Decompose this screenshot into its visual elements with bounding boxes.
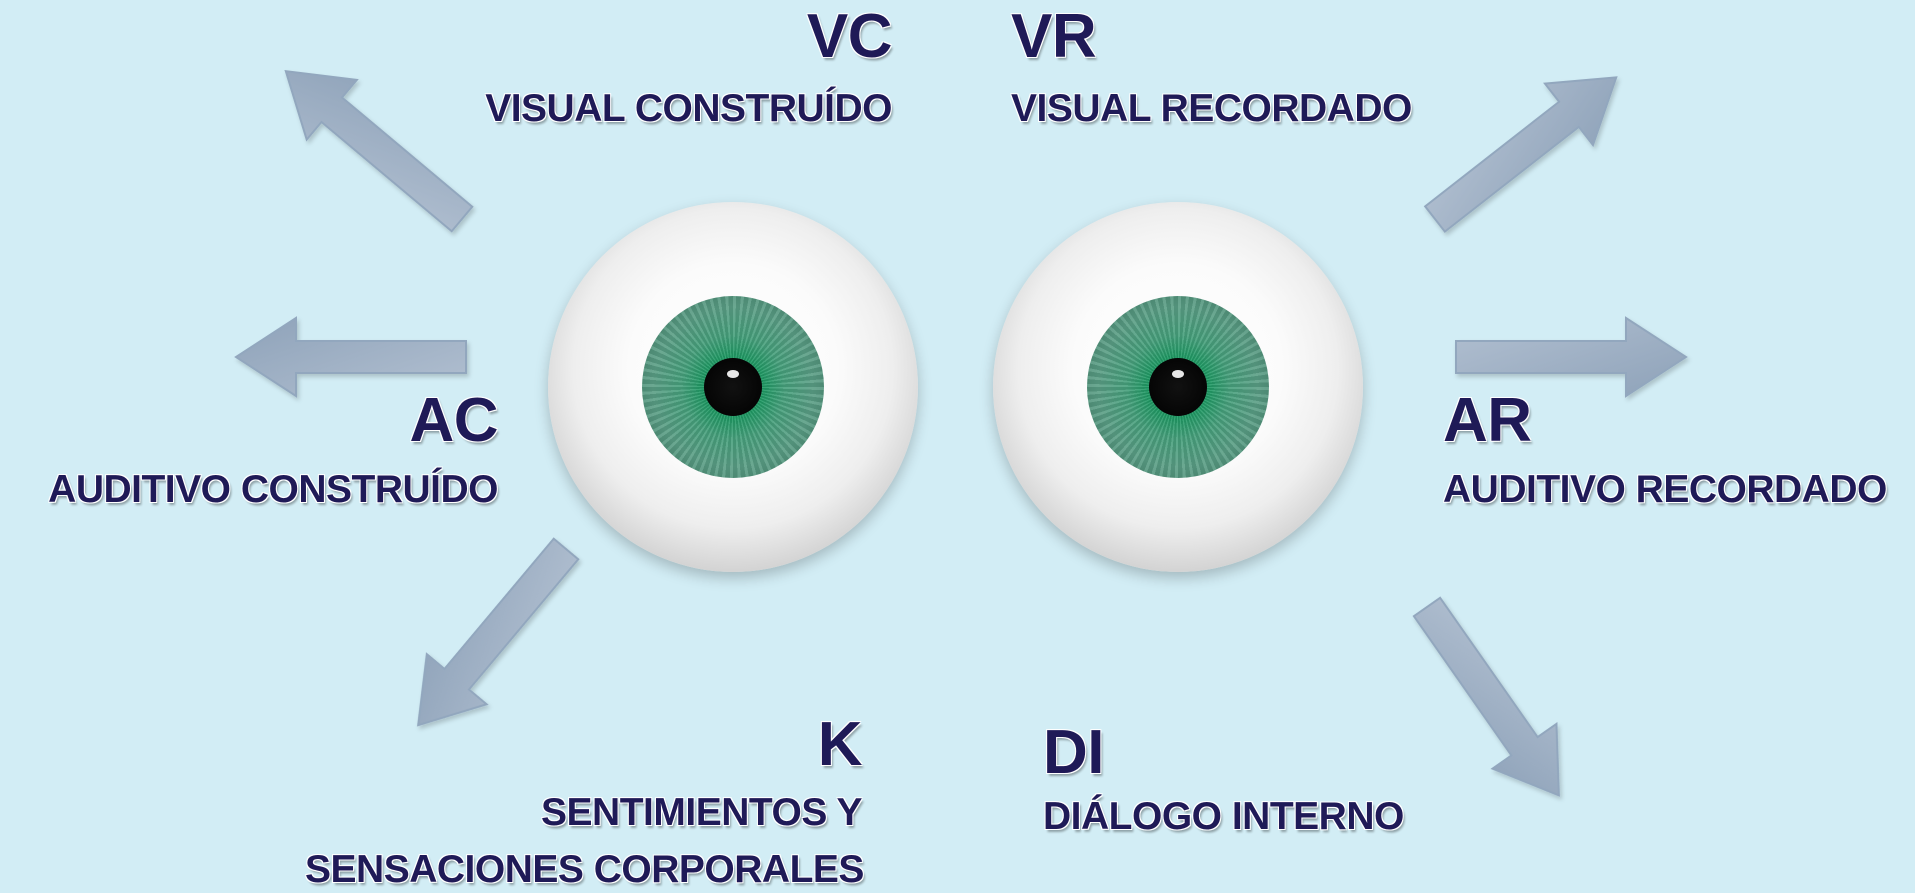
ac-code-label: AC <box>409 386 498 455</box>
ac-description-label: AUDITIVO CONSTRUÍDO <box>48 468 498 511</box>
k-code-label: K <box>817 710 863 779</box>
right-iris <box>1087 296 1269 478</box>
arrow-down-left <box>387 522 597 752</box>
di-code-label: DI <box>1043 718 1105 787</box>
arrow-down-right <box>1394 583 1592 819</box>
ar-description-label: AUDITIVO RECORDADO <box>1443 468 1887 511</box>
left-pupil <box>704 358 762 416</box>
left-iris <box>642 296 824 478</box>
ar-code-label: AR <box>1443 386 1532 455</box>
left-eye-glint <box>727 370 739 378</box>
k-description-line-2: SENSACIONES CORPORALES <box>305 848 864 891</box>
vr-code-label: VR <box>1011 2 1097 71</box>
vc-description-label: VISUAL CONSTRUÍDO <box>485 87 892 130</box>
arrow-up-left <box>259 40 489 250</box>
left-eye <box>548 202 918 572</box>
right-eye-glint <box>1172 370 1184 378</box>
right-eye <box>993 202 1363 572</box>
arrow-left <box>235 317 467 397</box>
right-pupil <box>1149 358 1207 416</box>
vr-description-label: VISUAL RECORDADO <box>1011 87 1412 130</box>
di-description-label: DIÁLOGO INTERNO <box>1043 795 1404 838</box>
arrow-up-right <box>1409 45 1642 251</box>
k-description-line-1: SENTIMIENTOS Y <box>541 791 862 834</box>
vc-code-label: VC <box>806 2 893 71</box>
arrow-right <box>1455 317 1687 397</box>
